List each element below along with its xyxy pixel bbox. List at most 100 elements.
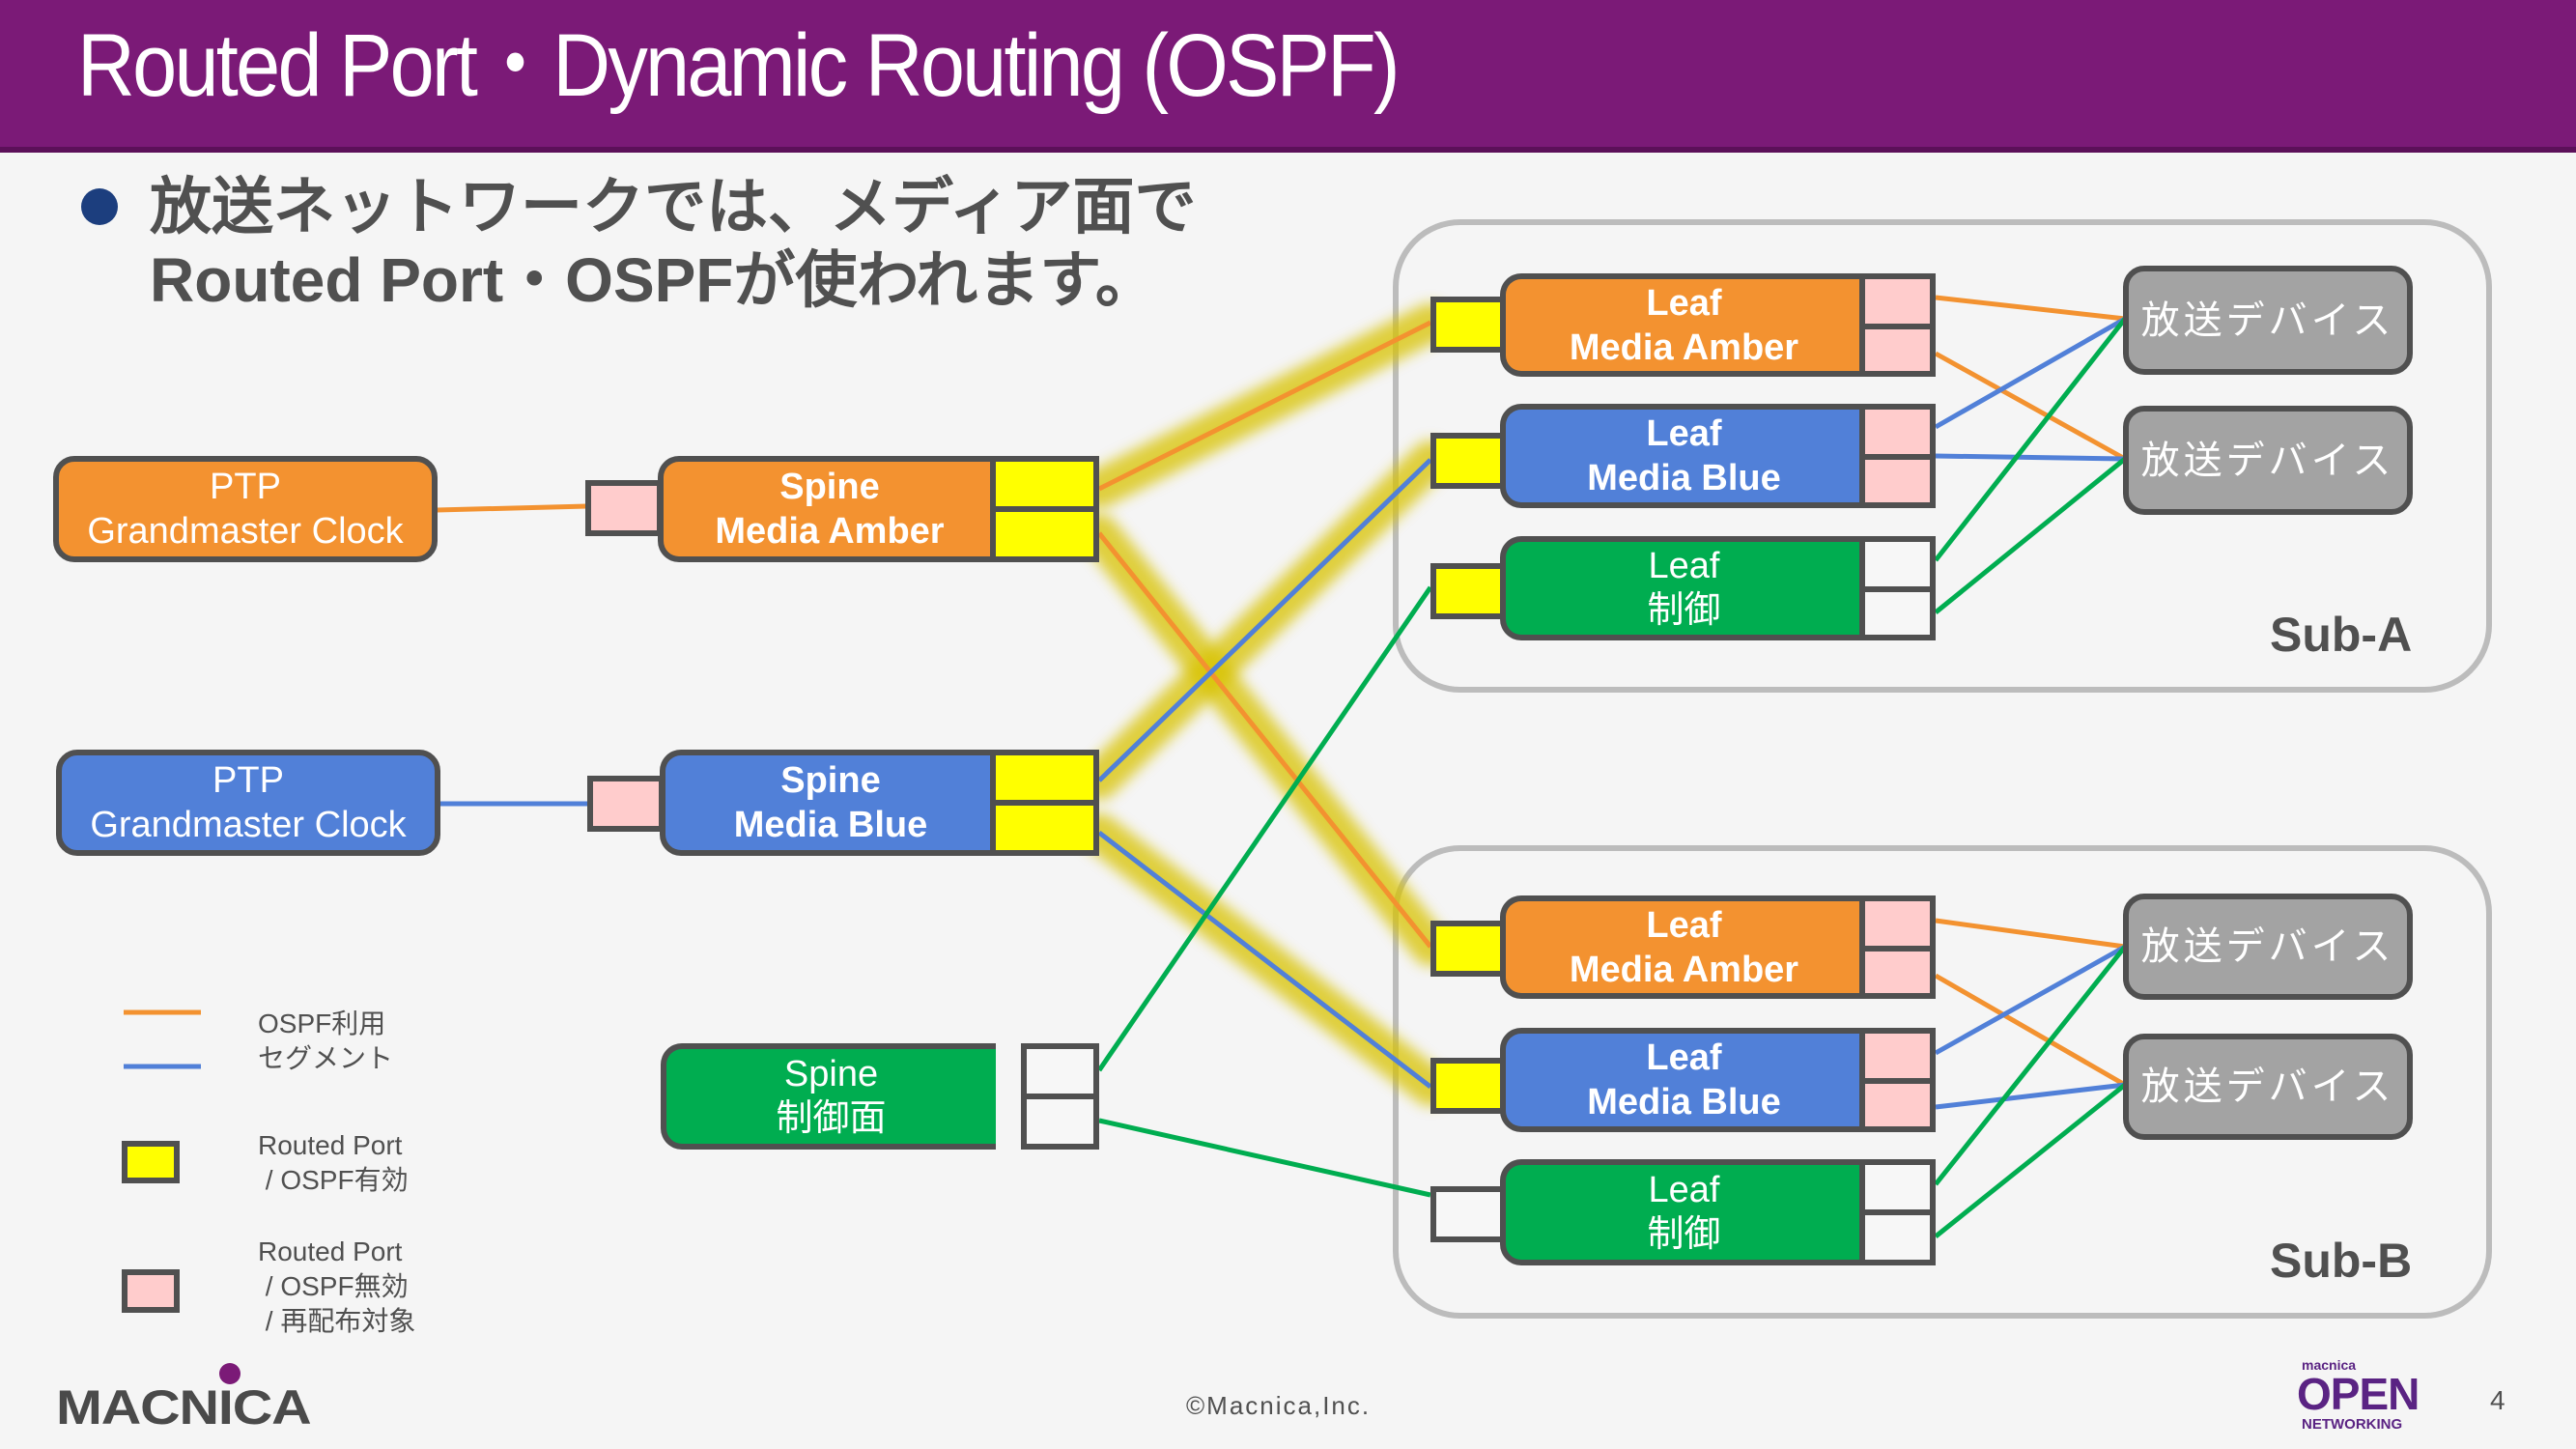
port-plain[interactable] [1430,1186,1506,1242]
sub-a-group [1393,219,2492,693]
port-ospf[interactable] [990,800,1099,856]
link-sub_a-leaf_amber-to-sub_a-device2 [1934,351,2127,462]
port-ospf[interactable] [1430,921,1506,977]
ospf-glow-layer [1080,303,1450,1106]
link-sub_b-leaf_blue-to-sub_b-device1 [1934,944,2127,1056]
node-label-line2: Media Amber [715,511,945,552]
node-label-line1: Leaf [1646,413,1722,454]
legend-ospf-samples [109,998,208,1081]
device-label: 放送デバイス [2140,925,2395,968]
device-label: 放送デバイス [2140,298,2395,342]
node-label-line2: 制御 [1647,1214,1721,1255]
node-label-line1: Spine [779,467,880,507]
node-label-line2: Grandmaster Clock [87,511,404,552]
link-sub_a-leaf_amber-to-sub_a-device1 [1935,295,2126,322]
sub-a-broadcast-device-1[interactable]: 放送デバイス [2123,266,2413,375]
link-lines-layer [436,295,2127,1238]
port-redistribute[interactable] [1859,895,1936,952]
port-ospf[interactable] [1430,1058,1506,1114]
sub-a-label: Sub-A [2270,608,2413,662]
node-label-line2: Media Amber [1569,327,1799,368]
port-ospf[interactable] [1430,433,1506,489]
link-sub_b-leaf_blue-to-sub_b-device2 [1935,1082,2126,1110]
open-networking-logo-sub: NETWORKING [2302,1416,2403,1433]
port-redistribute[interactable] [587,776,665,832]
link-sub_b-leaf_ctrl-to-sub_b-device1 [1934,945,2127,1186]
open-networking-logo: OPEN [2297,1369,2420,1419]
page-number: 4 [2490,1385,2505,1415]
port-redistribute[interactable] [1859,1078,1936,1132]
sub-a-broadcast-device-2[interactable]: 放送デバイス [2123,406,2413,515]
node-label-line2: Media Amber [1569,949,1799,990]
link-sub_b-leaf_amber-to-sub_b-device2 [1934,973,2127,1088]
sub-b-label: Sub-B [2270,1234,2413,1288]
node-label-line2: Media Blue [1587,1082,1781,1122]
link-spine_amber-to-sub_b-leaf_amber [1097,531,1432,949]
link-spine_blue-to-sub_a-leaf_blue [1097,458,1432,782]
link-spine_ctrl-to-sub_a-leaf_ctrl [1096,585,1433,1072]
port-plain[interactable] [1859,1209,1936,1265]
macnica-logo: MACNICA [56,1380,312,1435]
port-ospf[interactable] [990,506,1099,562]
port-plain[interactable] [1859,586,1936,640]
legend-ospf-segment-label: OSPF利用 セグメント [258,1009,394,1073]
port-redistribute[interactable] [1859,404,1936,460]
node-label-line2: 制御面 [776,1098,887,1139]
legend-port-ospf-icon [122,1141,180,1183]
port-ospf[interactable] [990,456,1099,512]
legend-port-redistribute-icon [122,1269,180,1313]
link-sub_a-leaf_blue-to-sub_a-device2 [1935,453,2126,462]
port-redistribute[interactable] [1859,1028,1936,1084]
title-bar: Routed Port・Dynamic Routing (OSPF) [0,0,2576,153]
port-ospf[interactable] [1430,563,1506,619]
port-plain[interactable] [1859,536,1936,592]
macnica-logo-dot [219,1363,241,1384]
port-ospf[interactable] [990,750,1099,806]
bullet-icon [81,188,118,225]
node-label-line1: Leaf [1646,904,1722,946]
device-label: 放送デバイス [2140,439,2395,482]
open-networking-logo-small: macnica [2302,1357,2357,1373]
node-label-line1: Leaf [1646,1037,1722,1078]
legend-ospf-on-label: Routed Port / OSPF有効 [258,1130,409,1195]
node-label-line1: Leaf [1646,282,1722,324]
port-plain[interactable] [1021,1043,1099,1099]
port-redistribute[interactable] [1859,273,1936,329]
link-spine_blue-to-sub_b-leaf_blue [1097,831,1432,1089]
device-label: 放送デバイス [2140,1065,2395,1108]
node-label-line1: PTP [210,467,281,507]
port-redistribute[interactable] [1859,946,1936,999]
legend-ospf-off-label: Routed Port / OSPF無効 / 再配布対象 [258,1236,416,1336]
node-label-line2: 制御 [1647,590,1721,631]
sub-b-broadcast-device-2[interactable]: 放送デバイス [2123,1034,2413,1140]
link-spine_ctrl-to-sub_b-leaf_ctrl [1098,1118,1431,1198]
port-ospf[interactable] [1430,297,1506,353]
node-label-line2: Grandmaster Clock [90,805,407,845]
copyright: ©Macnica,Inc. [1186,1391,1372,1420]
bullet-text: 放送ネットワークでは、メディア面で Routed Port・OSPFが使われます… [150,172,1197,315]
slide-title: Routed Port・Dynamic Routing (OSPF) [77,16,1401,115]
port-redistribute[interactable] [585,480,663,536]
port-redistribute[interactable] [1859,454,1936,508]
node-label-line1: Spine [783,1054,879,1094]
port-plain[interactable] [1859,1159,1936,1215]
port-redistribute[interactable] [1859,324,1936,377]
node-label-line1: Leaf [1648,546,1720,586]
sub-b-broadcast-device-1[interactable]: 放送デバイス [2123,894,2413,1000]
port-plain[interactable] [1021,1094,1099,1150]
node-label-line2: Media Blue [733,805,928,845]
link-spine_amber-to-sub_a-leaf_amber [1097,320,1432,492]
node-label-line2: Media Blue [1587,458,1781,498]
